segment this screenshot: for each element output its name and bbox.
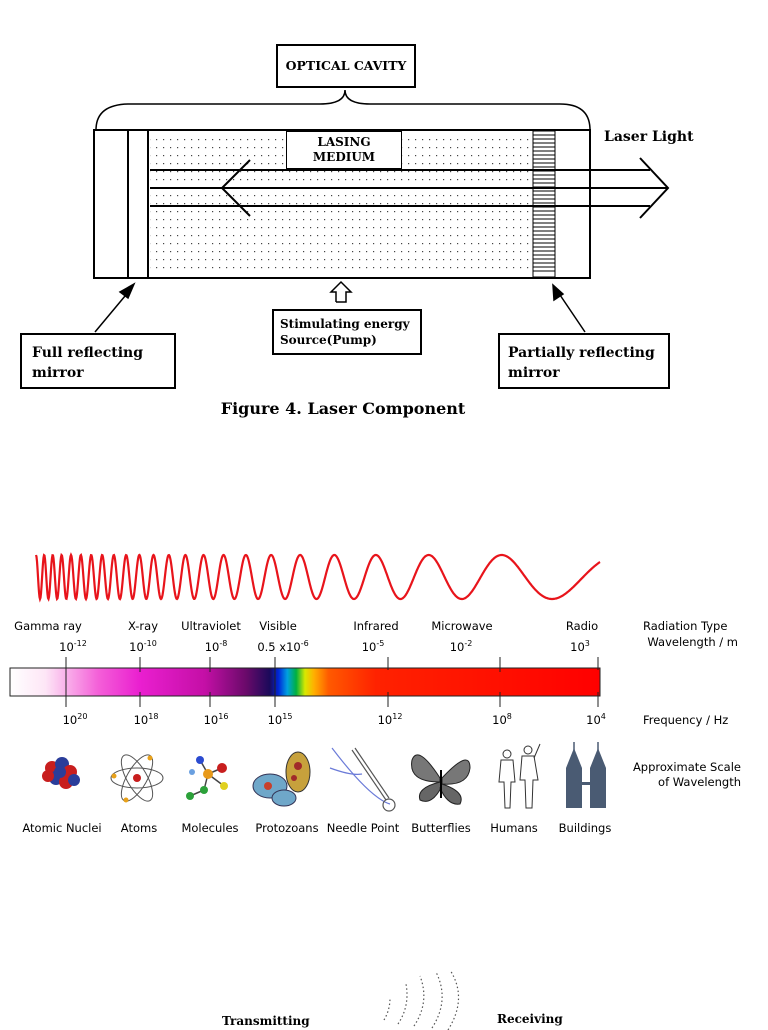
full-mirror-line2: mirror (32, 365, 84, 381)
full-mirror-pointer (94, 282, 136, 333)
scale-object-protozoans: Protozoans (255, 821, 319, 835)
wave-arc-4 (431, 971, 443, 1029)
frequency-label: Frequency / Hz (643, 713, 729, 727)
spectrum-bar (9, 657, 601, 707)
atoms-icon (110, 754, 164, 803)
scale-object-humans: Humans (490, 821, 538, 835)
partial-mirror-line1: Partially reflecting (508, 345, 655, 361)
radiation-type-visible: Visible (259, 619, 297, 633)
scale-object-needle-point: Needle Point (326, 821, 400, 835)
lasing-medium-box: LASING MEDIUM (286, 131, 402, 169)
spectrum-wave (34, 552, 601, 603)
radiation-type-xray: X-ray (127, 619, 159, 633)
frequency-visible: 1015 (267, 712, 293, 727)
laser-figure-caption: Figure 4. Laser Component (220, 399, 466, 418)
wave-arc-2 (397, 983, 408, 1025)
wave-arc-5 (447, 970, 460, 1030)
frequency-gamma: 1020 (62, 712, 88, 727)
antenna-waves (383, 970, 460, 1030)
needle-point-icon (329, 747, 396, 812)
pump-arrow (329, 280, 353, 303)
partial-mirror-box: Partially reflecting mirror (498, 333, 670, 389)
frequency-ultraviolet: 1016 (203, 712, 229, 727)
cavity-brace (95, 89, 591, 131)
wave-arc-3 (413, 975, 425, 1027)
reflected-arrow (220, 159, 251, 217)
frequency-xray: 1018 (133, 712, 159, 727)
full-mirror-line1: Full reflecting (32, 345, 144, 361)
radiation-type-ultraviolet: Ultraviolet (181, 619, 241, 633)
scale-label-line2: of Wavelength (658, 775, 741, 789)
optical-cavity-box: OPTICAL CAVITY (276, 44, 416, 88)
frequency-radio: 104 (586, 712, 606, 727)
molecules-icon (186, 756, 228, 800)
scale-object-atomic-nuclei: Atomic Nuclei (22, 821, 102, 835)
scale-object-butterflies: Butterflies (411, 821, 471, 835)
pump-line2: Source(Pump) (280, 333, 377, 347)
frequency-infrared: 1012 (377, 712, 403, 727)
laser-light-label: Laser Light (604, 129, 694, 145)
scale-label-line1: Approximate Scale (632, 760, 741, 774)
buildings-icon (566, 742, 606, 808)
receiving-label: Receiving (497, 1012, 563, 1026)
radiation-type-infrared: Infrared (353, 619, 399, 633)
wavelength-infrared: 10-5 (361, 639, 385, 654)
spectrum-ticks (65, 657, 599, 707)
butterflies-icon (411, 754, 471, 805)
optical-cavity-label: OPTICAL CAVITY (285, 58, 407, 73)
wave-line (34, 552, 601, 603)
wavelength-ultraviolet: 10-8 (204, 639, 228, 654)
atomic-nuclei-icon (42, 757, 80, 789)
transmitting-label: Transmitting (222, 1014, 310, 1028)
humans-icon (498, 743, 541, 809)
wavelength-label: Wavelength / m (647, 635, 738, 649)
wavelength-radio: 103 (570, 639, 590, 654)
scale-label: Approximate Scale of Wavelength (633, 760, 741, 790)
partial-mirror-pointer (552, 283, 586, 333)
wavelength-xray: 10-10 (129, 639, 157, 654)
full-mirror-box: Full reflecting mirror (20, 333, 176, 389)
lasing-medium-line2: MEDIUM (312, 150, 376, 164)
wavelength-microwave: 10-2 (449, 639, 473, 654)
laser-light-arrow (150, 157, 670, 219)
lasing-medium-line1: LASING (317, 135, 371, 149)
scale-object-atoms: Atoms (120, 821, 158, 835)
scale-icons (42, 742, 606, 812)
protozoans-icon (252, 751, 311, 807)
pump-box: Stimulating energy Source(Pump) (272, 309, 422, 355)
pump-line1: Stimulating energy (280, 317, 410, 331)
wave-arc-1 (383, 997, 391, 1021)
partial-mirror (532, 130, 556, 278)
radiation-type-label: Radiation Type (643, 619, 728, 633)
partial-mirror-line2: mirror (508, 365, 560, 381)
wavelength-gamma: 10-12 (59, 639, 87, 654)
frequency-microwave: 108 (492, 712, 512, 727)
radiation-type-microwave: Microwave (431, 619, 493, 633)
radiation-type-gamma: Gamma ray (14, 619, 82, 633)
scale-object-buildings: Buildings (558, 821, 612, 835)
radiation-type-radio: Radio (565, 619, 599, 633)
scale-object-molecules: Molecules (181, 821, 239, 835)
spectrum-gradient-rect (9, 667, 601, 697)
wavelength-visible: 0.5 x10-6 (257, 639, 309, 654)
